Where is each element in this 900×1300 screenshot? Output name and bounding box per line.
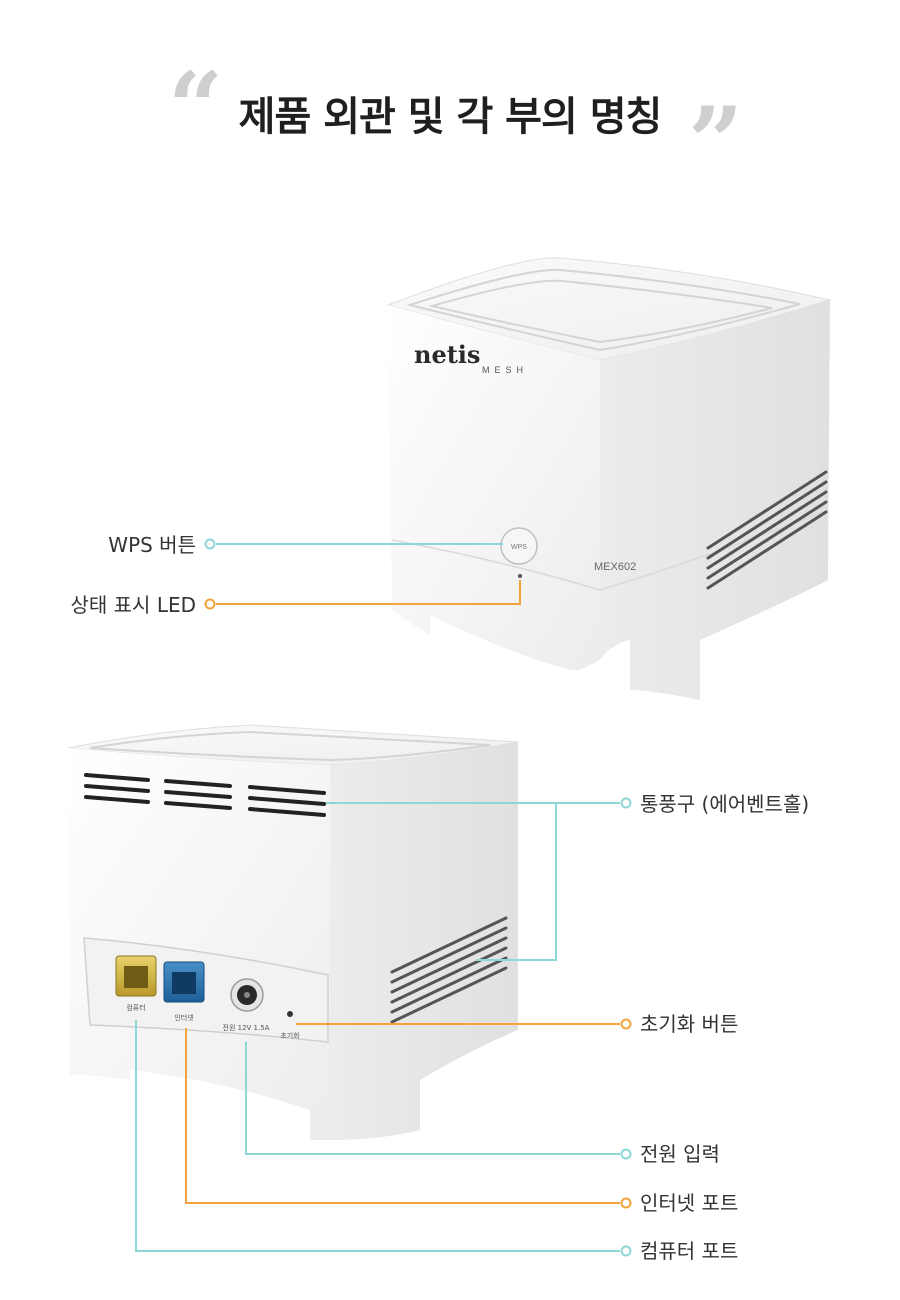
label-status-led: 상태 표시 LED [70,593,197,617]
reset-text: 초기화 [280,1031,300,1040]
model-text: MEX602 [594,561,636,573]
port-computer-text: 컴퓨터 [126,1003,145,1012]
port-internet-text: 인터넷 [174,1013,194,1022]
close-quote-icon: ” [688,86,744,199]
label-internet-port: 인터넷 포트 [640,1191,739,1215]
label-computer-port: 컴퓨터 포트 [640,1239,739,1263]
power-text: 전원 12V 1.5A [223,1023,270,1032]
brand-sub-text: MESH [482,365,528,375]
label-wps-button: WPS 버튼 [108,533,196,557]
label-vent: 통풍구 (에어벤트홀) [640,792,810,816]
front-device [386,257,832,700]
page-title: 제품 외관 및 각 부의 명칭 [238,94,663,140]
label-power-input: 전원 입력 [640,1142,720,1166]
title-area: “ 제품 외관 및 각 부의 명칭 ” [0,51,900,191]
open-quote-icon: “ [168,51,224,164]
brand-logo: netis [414,340,480,369]
label-reset-button: 초기화 버튼 [640,1012,739,1036]
wps-button-text: WPS [511,544,527,551]
back-device [67,724,519,1140]
